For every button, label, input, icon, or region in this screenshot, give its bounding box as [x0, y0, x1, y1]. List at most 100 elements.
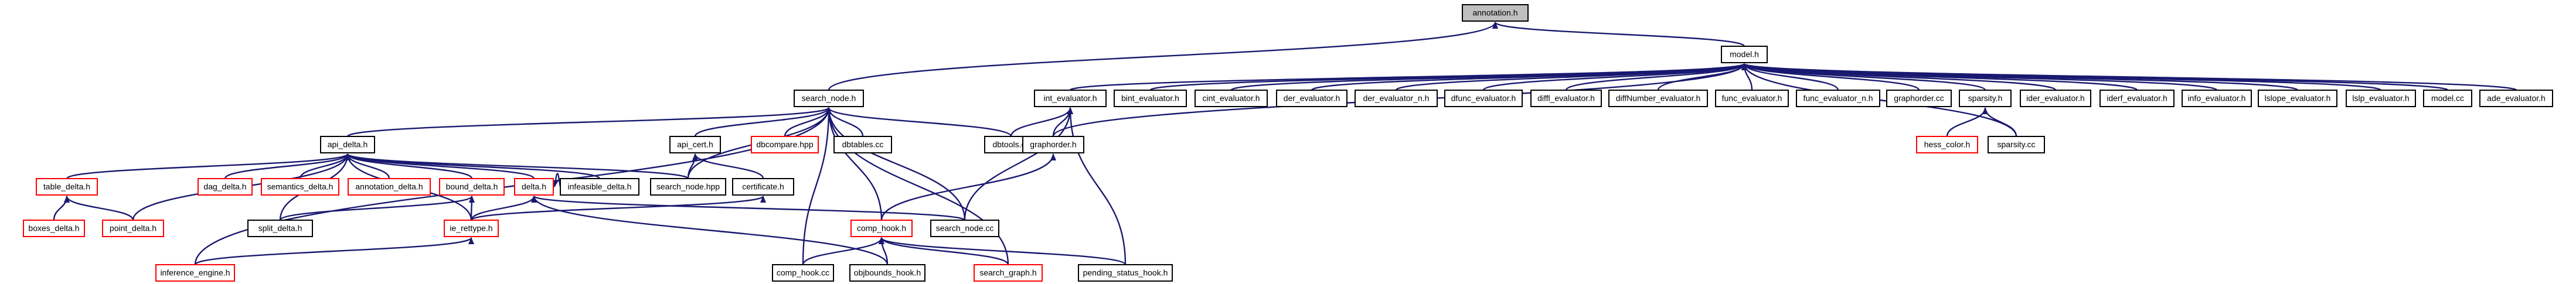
node-ider-evaluator-h[interactable]: ider_evaluator.h	[2020, 90, 2091, 107]
node-label: infeasible_delta.h	[568, 182, 632, 191]
node-ie-rettype-h[interactable]: ie_rettype.h	[444, 220, 499, 237]
edge-comp_hook_h-to-graphorder_h	[880, 153, 1056, 221]
node-int-evaluator-h[interactable]: int_evaluator.h	[1034, 90, 1107, 107]
node-box	[261, 178, 339, 196]
node-delta-h[interactable]: delta.h	[514, 178, 554, 196]
node-label: delta.h	[522, 182, 546, 191]
edge-api_delta_h-to-search_node_h	[346, 107, 832, 138]
edge-hess_color_h-to-sparsity_h	[1946, 107, 1988, 137]
edge-sparsity_cc-to-sparsity_h	[1982, 107, 2017, 137]
node-label: bound_delta.h	[446, 182, 498, 191]
node-label: graphorder.h	[1030, 140, 1076, 149]
edge-search_node_h-to-annotation_h	[828, 22, 1498, 91]
node-bound-delta-h[interactable]: bound_delta.h	[439, 178, 505, 196]
node-der-evaluator-h[interactable]: der_evaluator.h	[1276, 90, 1347, 107]
node-box	[1276, 90, 1347, 107]
node-label: model.h	[1730, 50, 1759, 59]
node-label: api_delta.h	[328, 140, 368, 149]
node-label: cint_evaluator.h	[1202, 94, 1260, 103]
node-box	[439, 178, 505, 196]
edge-pending_status_hook_h-to-comp_hook_h	[879, 237, 1127, 266]
node-search-node-cc[interactable]: search_node.cc	[930, 220, 999, 237]
node-box	[1886, 90, 1952, 107]
node-pending-status-hook-h[interactable]: pending_status_hook.h	[1078, 264, 1173, 282]
node-box	[1608, 90, 1708, 107]
node-diffl-evaluator-h[interactable]: diffl_evaluator.h	[1530, 90, 1602, 107]
node-lslope-evaluator-h[interactable]: lslope_evaluator.h	[2258, 90, 2337, 107]
node-objbounds-hook-h[interactable]: objbounds_hook.h	[849, 264, 925, 282]
node-func-evaluator-n-h[interactable]: func_evaluator_n.h	[1796, 90, 1880, 107]
node-certificate-h[interactable]: certificate.h	[732, 178, 794, 196]
edge-split_delta_h-to-bound_delta_h	[279, 195, 475, 221]
node-inference-engine-h[interactable]: inference_engine.h	[155, 264, 235, 282]
node-label: semantics_delta.h	[267, 182, 334, 191]
node-box	[2423, 90, 2472, 107]
node-label: dbtools.cc	[992, 140, 1029, 149]
node-ade-evaluator-h[interactable]: ade_evaluator.h	[2479, 90, 2553, 107]
edge-ie_rettype_h-to-certificate_h	[470, 195, 766, 221]
node-diffNumber-evaluator-h[interactable]: diffNumber_evaluator.h	[1608, 90, 1708, 107]
node-annotation-delta-h[interactable]: annotation_delta.h	[348, 178, 431, 196]
node-label: split_delta.h	[258, 224, 302, 233]
node-label: inference_engine.h	[160, 268, 230, 278]
node-graphorder-cc[interactable]: graphorder.cc	[1886, 90, 1952, 107]
node-label: iderf_evaluator.h	[2107, 94, 2167, 103]
node-der-evaluator-n-h[interactable]: der_evaluator_n.h	[1355, 90, 1438, 107]
node-label: dbtables.cc	[842, 140, 884, 149]
node-model-cc[interactable]: model.cc	[2423, 90, 2472, 107]
node-dfunc-evaluator-h[interactable]: dfunc_evaluator.h	[1444, 90, 1523, 107]
node-sparsity-h[interactable]: sparsity.h	[1959, 90, 2012, 107]
node-dbcompare-hpp[interactable]: dbcompare.hpp	[751, 136, 819, 153]
node-label: search_node.cc	[936, 224, 994, 233]
node-point-delta-h[interactable]: point_delta.h	[102, 220, 164, 237]
edge-func_evaluator_n_h-to-model_h	[1741, 63, 1839, 91]
node-func-evaluator-h[interactable]: func_evaluator.h	[1715, 90, 1789, 107]
node-cint-evaluator-h[interactable]: cint_evaluator.h	[1195, 90, 1268, 107]
node-infeasible-delta-h[interactable]: infeasible_delta.h	[560, 178, 639, 196]
edge-infeasible_delta_h-to-api_delta_h	[345, 153, 601, 180]
node-bint-evaluator-h[interactable]: bint_evaluator.h	[1114, 90, 1187, 107]
node-api-cert-h[interactable]: api_cert.h	[669, 136, 721, 153]
edge-dbtools_cc-to-search_node_h	[826, 107, 1012, 137]
node-label: table_delta.h	[43, 182, 90, 191]
node-search-graph-h[interactable]: search_graph.h	[974, 264, 1043, 282]
node-box	[1530, 90, 1602, 107]
edge-search_node_hpp-to-api_delta_h	[345, 153, 689, 180]
node-search-node-h[interactable]: search_node.h	[794, 90, 864, 107]
node-label: lslope_evaluator.h	[2265, 94, 2331, 103]
node-graphorder-h[interactable]: graphorder.h	[1022, 136, 1084, 153]
node-lslp-evaluator-h[interactable]: lslp_evaluator.h	[2346, 90, 2416, 107]
node-table-delta-h[interactable]: table_delta.h	[36, 178, 98, 196]
node-label: func_evaluator_n.h	[1803, 94, 1873, 103]
edge-cint_evaluator_h-to-model_h	[1230, 63, 1747, 91]
node-dag-delta-h[interactable]: dag_delta.h	[198, 178, 253, 196]
node-box	[2346, 90, 2416, 107]
node-semantics-delta-h[interactable]: semantics_delta.h	[261, 178, 339, 196]
node-boxes-delta-h[interactable]: boxes_delta.h	[23, 220, 85, 237]
node-box	[155, 264, 235, 282]
node-split-delta-h[interactable]: split_delta.h	[247, 220, 313, 237]
node-api-delta-h[interactable]: api_delta.h	[320, 136, 375, 153]
node-box	[23, 220, 85, 237]
node-hess-color-h[interactable]: hess_color.h	[1916, 136, 1978, 153]
edge-comp_hook_h-to-search_node_h	[826, 107, 883, 221]
node-box	[2479, 90, 2553, 107]
node-search-node-hpp[interactable]: search_node.hpp	[650, 178, 726, 196]
edge-comp_hook_cc-to-comp_hook_h	[802, 237, 884, 265]
node-comp-hook-h[interactable]: comp_hook.h	[850, 220, 913, 237]
node-model-h[interactable]: model.h	[1721, 46, 1768, 63]
node-comp-hook-cc[interactable]: comp_hook.cc	[772, 264, 834, 282]
node-dbtables-cc[interactable]: dbtables.cc	[833, 136, 892, 153]
node-iderf-evaluator-h[interactable]: iderf_evaluator.h	[2099, 90, 2175, 107]
node-info-evaluator-h[interactable]: info_evaluator.h	[2182, 90, 2252, 107]
node-sparsity-cc[interactable]: sparsity.cc	[1988, 136, 2045, 153]
node-box	[560, 178, 639, 196]
node-label: ider_evaluator.h	[2026, 94, 2085, 103]
node-box	[348, 178, 431, 196]
node-label: boxes_delta.h	[28, 224, 79, 233]
node-label: der_evaluator_n.h	[1363, 94, 1430, 103]
node-box	[1078, 264, 1173, 282]
node-box	[1988, 136, 2045, 153]
